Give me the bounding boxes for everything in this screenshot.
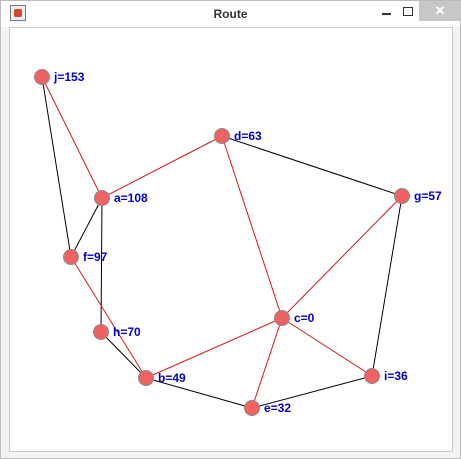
node-i[interactable]: [364, 368, 380, 384]
maximize-button[interactable]: [395, 1, 421, 21]
edge-a-f: [70, 197, 103, 258]
edge-c-i: [281, 317, 373, 377]
node-label-b: b=49: [158, 371, 186, 385]
edge-b-e: [145, 377, 253, 409]
node-label-d: d=63: [234, 129, 262, 143]
node-e[interactable]: [244, 400, 260, 416]
node-label-e: e=32: [264, 401, 291, 415]
node-a[interactable]: [94, 190, 110, 206]
node-c[interactable]: [274, 310, 290, 326]
edges-layer: [41, 76, 403, 409]
edge-c-e: [251, 317, 283, 409]
edge-c-b: [145, 317, 283, 379]
edge-a-d: [101, 135, 223, 199]
title-bar[interactable]: Route ✕: [1, 1, 461, 27]
edge-g-c: [281, 195, 403, 319]
edge-e-i: [251, 375, 373, 409]
nodes-layer: j=153 d=63 a=108 g=57 f=97 c=0 h=70 b=49 i=36 e=3…: [34, 69, 442, 416]
node-label-h: h=70: [113, 325, 141, 339]
node-label-i: i=36: [384, 369, 408, 383]
minimize-icon: [381, 13, 391, 15]
maximize-icon: [403, 6, 413, 16]
node-h[interactable]: [93, 324, 109, 340]
node-j[interactable]: [34, 69, 50, 85]
edge-g-i: [371, 195, 403, 377]
node-label-a: a=108: [114, 191, 148, 205]
minimize-button[interactable]: [373, 1, 399, 21]
node-d[interactable]: [214, 128, 230, 144]
close-button[interactable]: ✕: [419, 1, 461, 21]
window-title: Route: [213, 7, 248, 21]
edge-a-h: [100, 197, 103, 333]
node-label-j: j=153: [53, 70, 85, 84]
close-icon: ✕: [434, 3, 446, 18]
edge-f-b: [70, 256, 147, 379]
node-label-g: g=57: [414, 189, 442, 203]
edge-j-a: [41, 76, 103, 199]
node-g[interactable]: [394, 188, 410, 204]
java-cup-icon[interactable]: [10, 5, 26, 21]
node-f[interactable]: [63, 249, 79, 265]
node-b[interactable]: [138, 370, 154, 386]
graph-canvas[interactable]: j=153 d=63 a=108 g=57 f=97 c=0 h=70 b=49 i=36 e=3…: [9, 27, 453, 452]
edge-j-f: [41, 76, 72, 258]
route-graph: j=153 d=63 a=108 g=57 f=97 c=0 h=70 b=49 i=36 e=3…: [34, 69, 442, 416]
node-label-c: c=0: [294, 311, 315, 325]
edge-d-c: [221, 135, 283, 319]
edge-h-b: [100, 331, 147, 379]
node-label-f: f=97: [83, 250, 108, 264]
edge-d-g: [221, 135, 403, 197]
